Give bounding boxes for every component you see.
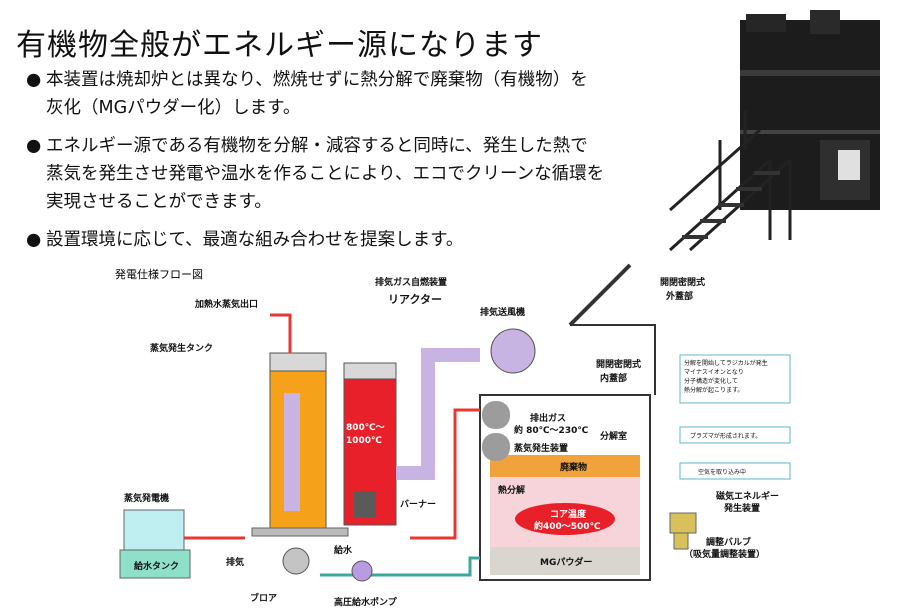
- diagram-title: 発電仕様フロー図: [115, 267, 203, 281]
- bullet-list: ● 本装置は焼却炉とは異なり、燃焼せずに熱分解で廃棄物（有機物）を 灰化（MGパ…: [26, 66, 666, 264]
- label-gas: 排出ガス: [530, 412, 566, 424]
- waste-layer: [490, 455, 640, 477]
- note-text: 分解を開始してラジカルが発生マイナスイオンとなり分子構造が変化して熱分解が起こり…: [684, 359, 768, 394]
- label-blower: ブロア: [250, 592, 277, 604]
- blower: [282, 547, 310, 575]
- exhaust-fan: [490, 328, 536, 374]
- note-text: 空気を取り込み中: [698, 468, 746, 476]
- label-reactor: リアクター: [388, 293, 442, 306]
- label-core-temp: 約400～500℃: [534, 520, 601, 532]
- bullet-mark: ●: [26, 70, 42, 90]
- bullet-item: ● 本装置は焼却炉とは異なり、燃焼せずに熱分解で廃棄物（有機物）を 灰化（MGパ…: [26, 66, 666, 122]
- gas-reactor-top: [343, 362, 397, 380]
- page-title: 有機物全般がエネルギー源になります: [16, 28, 543, 63]
- label-magnetic: 磁気エネルギー: [716, 490, 779, 502]
- label-pump: 高圧給水ポンプ: [334, 596, 398, 608]
- label-water-supply: 給水: [334, 544, 353, 556]
- label-water-inlet: 加熱水蒸気出口: [194, 298, 258, 310]
- label-water-tank: 給水タンク: [134, 560, 179, 572]
- cooler-drum: [482, 401, 510, 429]
- label-inner-lid: 開閉密閉式: [596, 358, 641, 370]
- label-steam-generator: 蒸気発電機: [124, 492, 169, 504]
- valve-stem: [673, 532, 689, 550]
- label-gas-reactor: 排気ガス自燃装置: [375, 276, 447, 288]
- steam-tank-base: [251, 527, 349, 537]
- pipe-feed: [320, 556, 480, 577]
- label-burner: バーナー: [400, 499, 436, 510]
- core-zone: [515, 503, 615, 535]
- pump: [351, 560, 373, 582]
- note-box: [679, 354, 791, 404]
- note-box: [679, 462, 791, 480]
- label-decomposition: 分解室: [600, 430, 627, 442]
- outer-lid: [570, 324, 656, 395]
- label-lid: 開閉密閉式: [660, 276, 705, 288]
- bullet-item: ● エネルギー源である有機物を分解・減容すると同時に、発生した熱で 蒸気を発生さ…: [26, 132, 666, 216]
- bullet-text: エネルギー源である有機物を分解・減容すると同時に、発生した熱で 蒸気を発生させ発…: [46, 136, 605, 212]
- steam-tank-duct: [284, 393, 300, 511]
- machine-photo: [668, 10, 880, 252]
- label-gas-temp: 約 80℃～230℃: [514, 424, 588, 436]
- label-exhaust: 排気: [226, 556, 244, 568]
- bullet-text: 設置環境に応じて、最適な組み合わせを提案します。: [46, 230, 464, 250]
- bullet-mark: ●: [26, 230, 42, 250]
- label-cooler: 蒸気発生装置: [514, 442, 568, 454]
- label-pyrolysis: 熱分解: [498, 484, 525, 496]
- valve: [669, 512, 697, 534]
- label-magnetic: 発生装置: [723, 502, 760, 514]
- ash-layer: [490, 547, 640, 575]
- flow-diagram: 発電仕様フロー図 分解を開始してラジカルが発生マイナスイオンとなり分子構造が変化…: [115, 263, 791, 608]
- label-core: コア温度: [550, 508, 587, 520]
- bullet-text: 本装置は焼却炉とは異なり、燃焼せずに熱分解で廃棄物（有機物）を 灰化（MGパウダ…: [46, 70, 588, 118]
- bullet-mark: ●: [26, 136, 42, 156]
- label-lid: 外蓋部: [665, 290, 693, 302]
- label-inner-lid: 内蓋部: [600, 372, 627, 384]
- pipe-steam-out: [270, 313, 292, 353]
- exhaust-duct: [396, 348, 480, 480]
- label-temp: 1000℃: [346, 436, 382, 446]
- label-valve-sub: （吸気量調整装置）: [684, 548, 765, 560]
- label-temp: 800℃～: [346, 423, 385, 433]
- burner-box: [354, 491, 376, 517]
- note-text: プラズマが形成されます。: [690, 432, 761, 440]
- label-steam-tank: 蒸気発生タンク: [150, 342, 213, 354]
- steam-tank-top: [269, 352, 327, 372]
- label-exhaust-fan: 排気送風機: [480, 306, 525, 318]
- label-waste: 廃棄物: [560, 461, 587, 473]
- steam-generator: [123, 509, 185, 551]
- cooler-drum: [482, 433, 510, 461]
- pipe-hot: [410, 408, 480, 540]
- bullet-item: ● 設置環境に応じて、最適な組み合わせを提案します。: [26, 226, 666, 254]
- label-valve: 調整バルブ: [706, 536, 751, 548]
- note-box: [679, 426, 791, 444]
- water-tank: [119, 549, 191, 579]
- lid-arm: [568, 263, 632, 327]
- label-ash: MGパウダー: [540, 556, 592, 568]
